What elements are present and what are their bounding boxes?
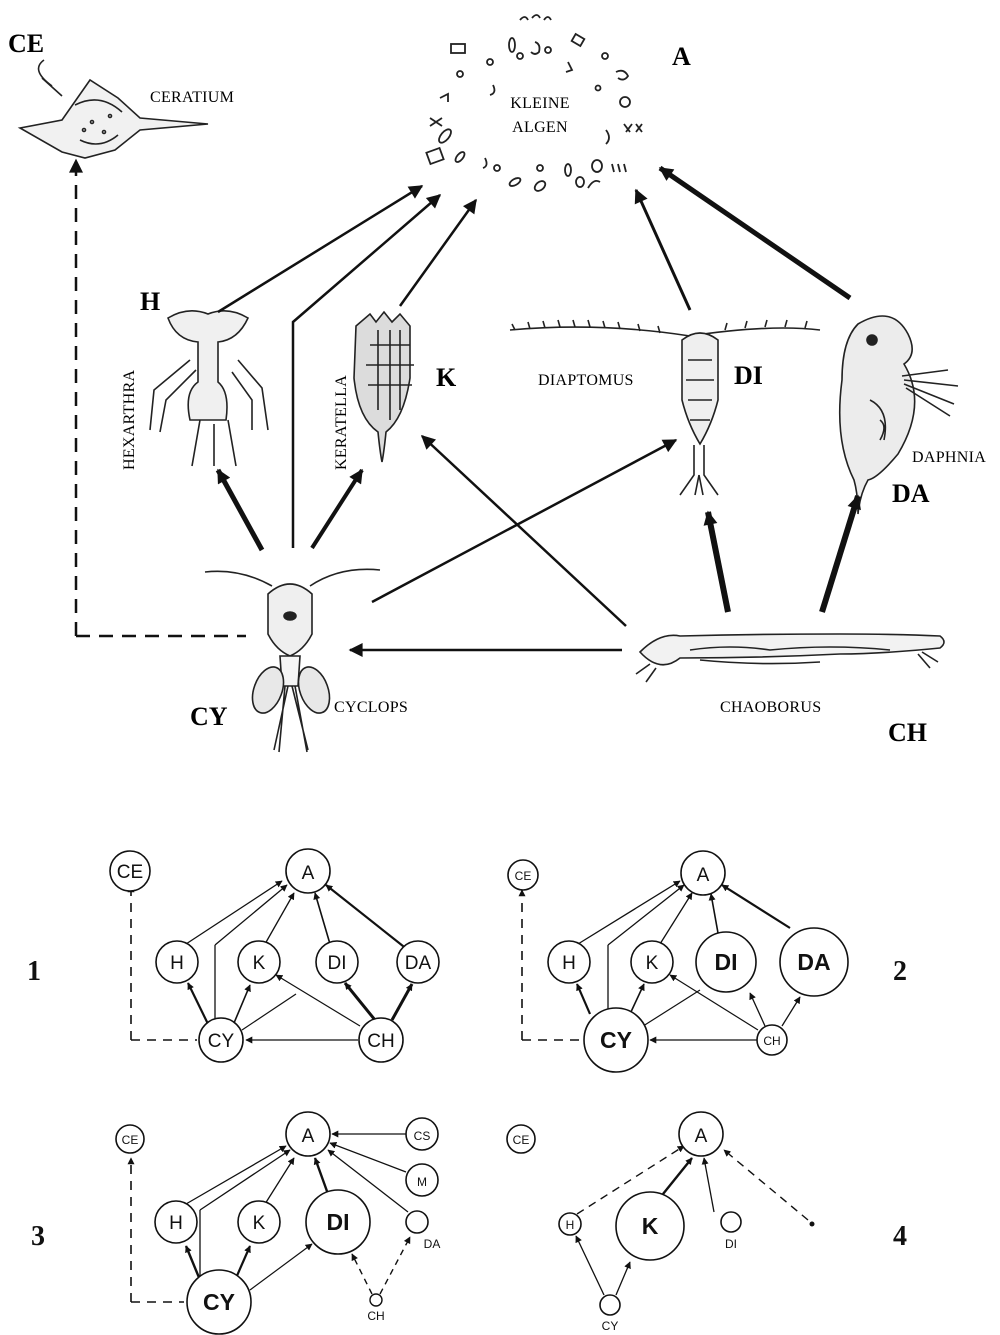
chaoborus-code-label: CH bbox=[888, 718, 927, 747]
daphnia-code-label: DA bbox=[892, 479, 930, 508]
panel-4-labels: 4 CE A H K DI CY bbox=[513, 1126, 907, 1333]
node-ch-circle bbox=[370, 1294, 382, 1306]
ceratium-illustration bbox=[20, 60, 208, 158]
panel-3-number: 3 bbox=[31, 1221, 45, 1252]
diaptomus-code-label: DI bbox=[734, 361, 763, 390]
node-da-label: DA bbox=[405, 953, 432, 974]
cyclops-illustration bbox=[205, 569, 380, 752]
node-h-label: H bbox=[169, 1213, 183, 1234]
node-a-label: A bbox=[302, 863, 315, 884]
ceratium-code-label: CE bbox=[8, 29, 44, 58]
hexarthra-illustration bbox=[150, 311, 268, 466]
keratella-code-label: K bbox=[436, 363, 457, 392]
algae-code-label: A bbox=[672, 42, 691, 71]
node-cy-circle bbox=[600, 1295, 620, 1315]
node-ce-label: CE bbox=[515, 869, 532, 883]
node-di-label: DI bbox=[327, 1209, 350, 1235]
node-h-label: H bbox=[566, 1218, 575, 1232]
hexarthra-name-label: HEXARTHRA bbox=[121, 369, 138, 470]
node-h-label: H bbox=[170, 953, 184, 974]
node-m-label: M bbox=[417, 1175, 427, 1189]
node-k-label: K bbox=[253, 953, 266, 974]
diaptomus-name-label: DIAPTOMUS bbox=[538, 372, 634, 389]
node-cy-label: CY bbox=[208, 1031, 235, 1052]
node-da-label: DA bbox=[797, 949, 830, 975]
node-di-label: DI bbox=[715, 949, 738, 975]
cyclops-name-label: CYCLOPS bbox=[334, 699, 408, 716]
node-da-circle bbox=[406, 1211, 428, 1233]
node-a-label: A bbox=[302, 1126, 315, 1147]
node-di-circle bbox=[721, 1212, 741, 1232]
node-cy-label: CY bbox=[602, 1319, 619, 1333]
keratella-illustration bbox=[354, 312, 414, 462]
panel-1-number: 1 bbox=[27, 956, 41, 987]
node-cy-label: CY bbox=[203, 1289, 235, 1315]
node-ch-label: CH bbox=[763, 1034, 780, 1048]
cyclops-code-label: CY bbox=[190, 702, 228, 731]
hexarthra-code-label: H bbox=[140, 287, 160, 316]
panel-4 bbox=[507, 1112, 815, 1315]
chaoborus-illustration bbox=[636, 634, 944, 682]
node-ce-label: CE bbox=[122, 1133, 139, 1147]
algae-name-line2: ALGEN bbox=[512, 119, 568, 136]
node-k-label: K bbox=[646, 953, 659, 974]
node-h-label: H bbox=[562, 953, 576, 974]
illustrated-food-web: CE CERATIUM A KLEINE ALGEN H HEXARTHRA K… bbox=[8, 15, 986, 752]
node-ce-label: CE bbox=[117, 862, 143, 883]
node-a-label: A bbox=[697, 865, 710, 886]
diaptomus-illustration bbox=[510, 320, 820, 495]
node-ch-label: CH bbox=[367, 1309, 384, 1323]
ceratium-name-label: CERATIUM bbox=[150, 89, 234, 106]
chaoborus-name-label: CHAOBORUS bbox=[720, 699, 821, 716]
node-extinct-dot bbox=[810, 1222, 815, 1227]
node-k-label: K bbox=[253, 1213, 266, 1234]
daphnia-name-label: DAPHNIA bbox=[912, 449, 986, 466]
node-ch-label: CH bbox=[367, 1031, 394, 1052]
node-k-label: K bbox=[642, 1213, 659, 1239]
node-cy-label: CY bbox=[600, 1027, 632, 1053]
panel-3 bbox=[116, 1112, 438, 1334]
node-da-label: DA bbox=[424, 1237, 441, 1251]
node-ce-label: CE bbox=[513, 1133, 530, 1147]
algae-name-line1: KLEINE bbox=[510, 95, 570, 112]
node-di-label: DI bbox=[725, 1237, 737, 1251]
node-cs-label: CS bbox=[414, 1129, 431, 1143]
panel-2-number: 2 bbox=[893, 956, 907, 987]
node-di-label: DI bbox=[328, 953, 347, 974]
node-a-label: A bbox=[695, 1126, 708, 1147]
panel-4-number: 4 bbox=[893, 1221, 907, 1252]
keratella-name-label: KERATELLA bbox=[333, 375, 350, 470]
